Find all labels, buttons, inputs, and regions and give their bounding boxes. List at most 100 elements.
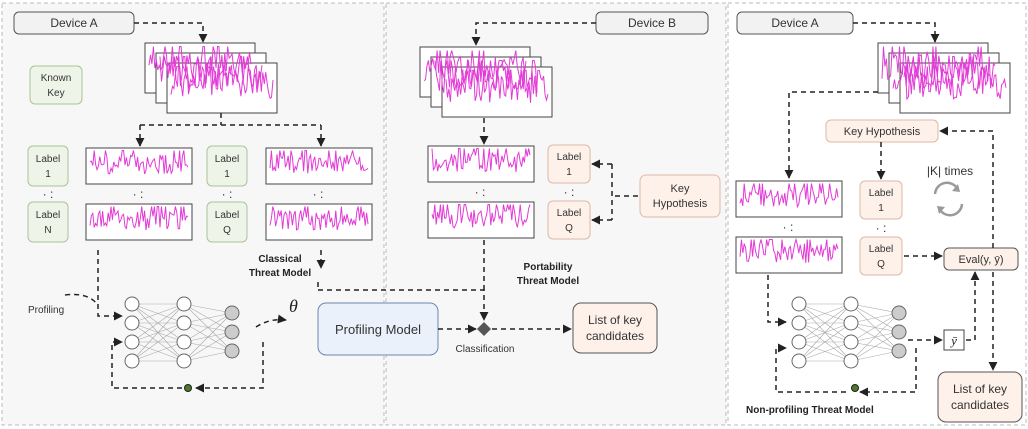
trace-wave-9 xyxy=(89,150,189,175)
key-candidates-right-line1: List of key xyxy=(953,382,1007,396)
trace-wave-5 xyxy=(445,70,549,103)
classical-line2: Threat Model xyxy=(249,268,311,279)
nn-node xyxy=(176,334,192,350)
key-candidates-line2: candidates xyxy=(586,329,644,343)
dots-trace-b: · : xyxy=(475,185,486,199)
key-hypothesis-c-label: Key Hypothesis xyxy=(844,126,921,138)
connectors xyxy=(64,22,998,397)
nn-node xyxy=(891,343,907,359)
nn-edge xyxy=(850,312,900,362)
nn-loss-node xyxy=(184,384,192,392)
nn-edge xyxy=(850,312,900,343)
label-c-q-a: Label xyxy=(869,244,893,255)
classification-label: Classification xyxy=(456,344,515,355)
key-candidates-box xyxy=(572,302,658,354)
nn-edge xyxy=(131,341,185,362)
nn-edge xyxy=(798,303,852,324)
theta-label: θ xyxy=(289,296,298,316)
trace-wave-11 xyxy=(269,150,369,174)
portability-line2: Threat Model xyxy=(517,276,579,287)
label-left-1-a: Label xyxy=(36,154,60,165)
trace-wave-6 xyxy=(881,46,985,80)
nn-edge xyxy=(131,303,185,324)
key-candidates-right-line2: candidates xyxy=(951,398,1009,412)
nn-edge xyxy=(798,341,852,362)
nn-node xyxy=(124,296,140,312)
neural-network-right xyxy=(791,296,907,392)
trace-wave-16 xyxy=(739,237,839,263)
device-b-label: Device B xyxy=(628,16,676,30)
nn-node xyxy=(843,353,859,369)
profiling-model-label: Profiling Model xyxy=(335,322,421,337)
nn-edge xyxy=(131,303,185,343)
portability-line1: Portability xyxy=(524,262,573,273)
k-times-label: |K| times xyxy=(927,164,973,178)
known-key-line1: Known xyxy=(41,73,72,84)
neural-network-left xyxy=(124,296,240,392)
nn-edge xyxy=(798,303,852,343)
trace-wave-1 xyxy=(159,56,263,89)
nn-node xyxy=(124,353,140,369)
label-box-left-n xyxy=(27,201,69,243)
device-a-label: Device A xyxy=(50,16,97,30)
nn-node xyxy=(891,324,907,340)
known-key-box xyxy=(29,65,83,105)
label-left-1-b: 1 xyxy=(45,169,51,180)
label-box-b-1 xyxy=(547,144,591,184)
y-bar-label: ȳ xyxy=(949,333,957,348)
nn-edge xyxy=(850,312,900,324)
nn-node xyxy=(176,353,192,369)
trace-waveforms xyxy=(89,46,1007,263)
y-bar-box xyxy=(943,329,965,351)
nn-node xyxy=(224,305,240,321)
nn-node xyxy=(843,315,859,331)
key-hypothesis-box-c xyxy=(825,119,939,143)
trace-wave-8 xyxy=(903,66,1007,101)
non-profiling-label: Non-profiling Threat Model xyxy=(746,405,874,416)
nn-edge xyxy=(798,303,852,362)
label-c-1-b: 1 xyxy=(878,203,884,214)
known-key-line2: Key xyxy=(47,88,64,99)
label-b-q-a: Label xyxy=(557,208,581,219)
key-hypothesis-b-line2: Hypothesis xyxy=(653,198,708,210)
trace-wave-14 xyxy=(431,204,531,229)
trace-wave-10 xyxy=(89,206,189,231)
eval-label: Eval(y, ȳ) xyxy=(958,254,1003,266)
nn-node xyxy=(791,315,807,331)
label-mid-q-b: Q xyxy=(223,225,231,236)
label-box-mid-1 xyxy=(206,145,248,187)
nn-node xyxy=(791,296,807,312)
label-c-1-a: Label xyxy=(869,188,893,199)
dots-label-c: · : xyxy=(876,221,887,235)
label-c-q-b: Q xyxy=(877,259,885,270)
classification-node xyxy=(477,322,491,336)
nn-edge xyxy=(850,350,900,362)
label-mid-1-b: 1 xyxy=(224,169,230,180)
nn-node xyxy=(791,353,807,369)
nn-edge xyxy=(183,312,233,343)
key-candidates-line1: List of key xyxy=(588,313,642,327)
nn-node xyxy=(224,324,240,340)
trace-wave-15 xyxy=(739,183,839,209)
dots-label-left: · : xyxy=(43,187,54,201)
dots-trace-c: · : xyxy=(783,220,794,234)
nn-node xyxy=(176,315,192,331)
nn-edge xyxy=(131,303,185,362)
trace-stack-c xyxy=(877,42,1011,114)
nn-node xyxy=(224,343,240,359)
device-a-label-right: Device A xyxy=(771,16,818,30)
nn-edge xyxy=(183,331,233,362)
label-b-q-b: Q xyxy=(565,223,573,234)
dots-trace-left: · : xyxy=(133,187,144,201)
label-b-1-b: 1 xyxy=(566,167,572,178)
nn-node xyxy=(891,305,907,321)
nn-edge xyxy=(183,312,233,324)
profiling-label: Profiling xyxy=(28,305,64,316)
nn-node xyxy=(124,315,140,331)
nn-edge xyxy=(798,322,852,362)
label-mid-q-a: Label xyxy=(215,210,239,221)
trace-wave-13 xyxy=(431,148,531,173)
label-b-1-a: Label xyxy=(557,152,581,163)
nn-edge xyxy=(183,303,233,314)
